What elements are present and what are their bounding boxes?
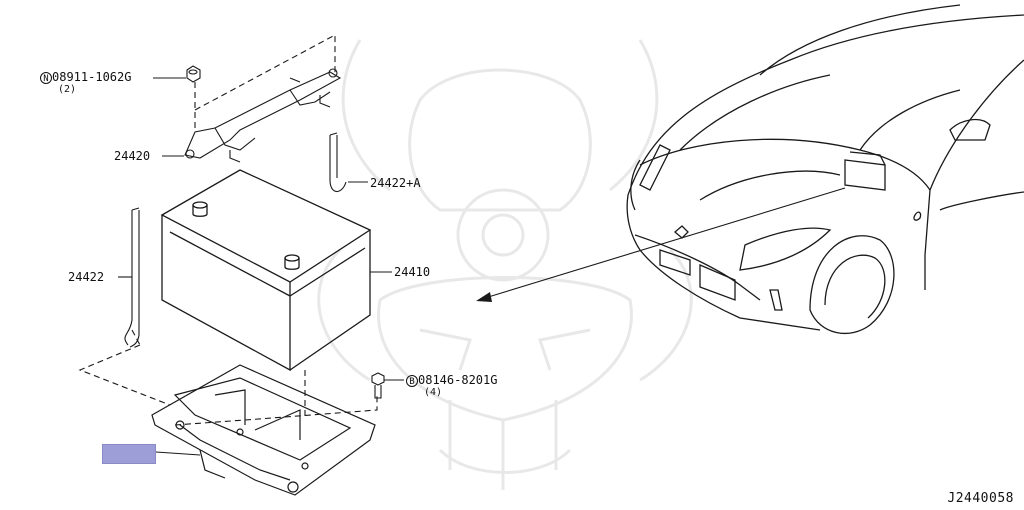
- hold-down-rod-a: [329, 132, 347, 193]
- arrow-head-icon: [476, 292, 492, 302]
- label-rod: 24422: [68, 270, 105, 284]
- mounting-bolt: [371, 372, 385, 399]
- battery-tray: [151, 364, 376, 496]
- car-front-view: [626, 4, 1024, 335]
- hex-nut: [186, 65, 201, 83]
- label-nut-qty: (2): [58, 84, 77, 95]
- battery: [160, 169, 372, 372]
- label-rod-a: 24422+A: [370, 176, 421, 190]
- battery-terminal: [284, 254, 300, 270]
- assembly-dashed-lines: [78, 34, 378, 426]
- battery-clamp: [184, 68, 342, 163]
- circled-b-icon: B: [406, 375, 418, 387]
- highlighted-part-callout[interactable]: [102, 444, 156, 464]
- label-battery: 24410: [394, 265, 431, 279]
- circled-n-icon: N: [40, 72, 52, 84]
- label-clamp: 24420: [114, 149, 151, 163]
- figure-code: J2440058: [947, 491, 1014, 506]
- hold-down-rod: [124, 207, 140, 348]
- label-bolt-qty: (4): [424, 387, 443, 398]
- battery-terminal: [192, 201, 208, 217]
- watermark-emblem: [317, 39, 693, 490]
- reference-arrow: [484, 187, 846, 299]
- leader-tray: [155, 451, 201, 456]
